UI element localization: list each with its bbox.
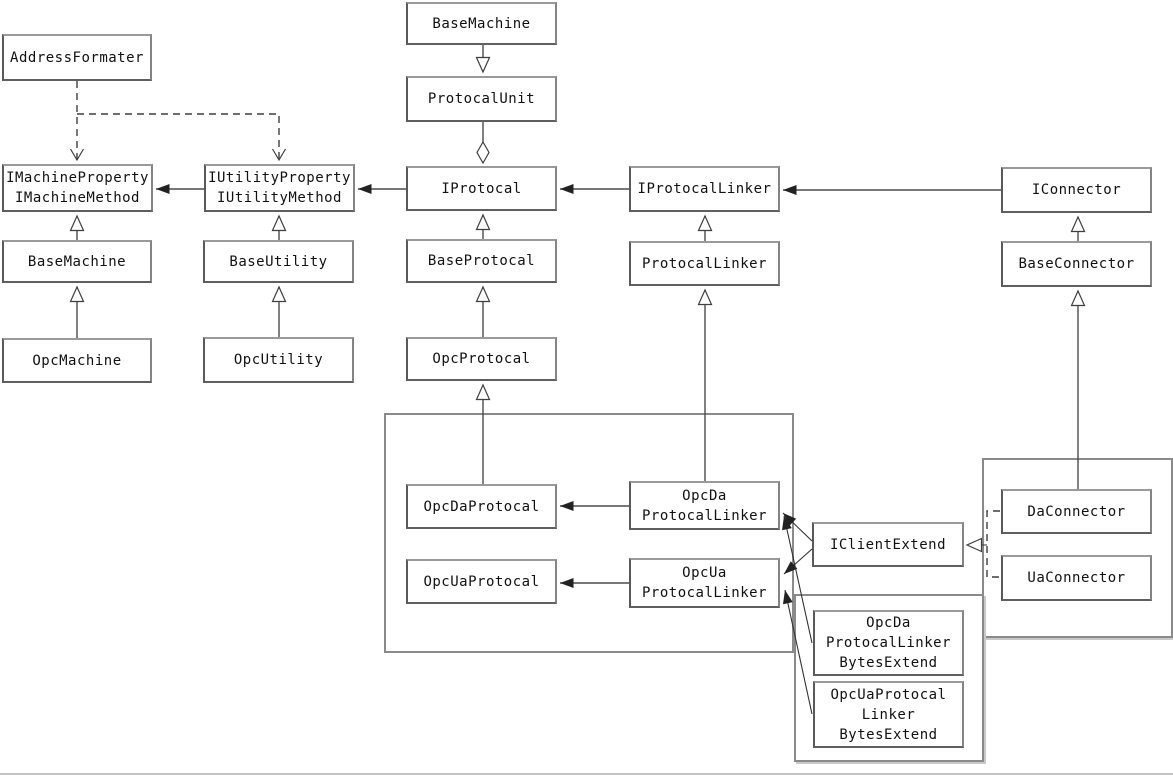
class-box-iconnector: IConnector — [1001, 167, 1152, 213]
class-box-iutility-property: IUtilityProperty IUtilityMethod — [204, 164, 355, 212]
class-box-opc-da-protocal-linker-bytes-extend: OpcDa ProtocalLinker BytesExtend — [813, 610, 964, 676]
class-box-imachine-property: IMachineProperty IMachineMethod — [2, 164, 153, 212]
class-box-opc-ua-protocal-linker-bytes-extend: OpcUaProtocal Linker BytesExtend — [813, 681, 964, 748]
class-box-base-machine-left: BaseMachine — [2, 240, 152, 283]
class-box-iprotocal-linker: IProtocalLinker — [629, 166, 780, 212]
container-opc-protocal-group — [384, 413, 794, 653]
class-box-protocal-linker: ProtocalLinker — [629, 241, 780, 286]
class-box-opc-machine: OpcMachine — [2, 338, 152, 383]
class-box-base-utility: BaseUtility — [203, 240, 354, 283]
class-box-opc-ua-protocal-linker: OpcUa ProtocalLinker — [629, 558, 780, 608]
class-box-base-protocal: BaseProtocal — [406, 239, 557, 283]
class-box-protocal-unit: ProtocalUnit — [406, 76, 557, 122]
class-box-opc-da-protocal-linker: OpcDa ProtocalLinker — [629, 481, 780, 530]
class-box-opc-da-protocal: OpcDaProtocal — [406, 484, 557, 529]
class-box-address-formater: AddressFormater — [2, 34, 152, 81]
class-box-opc-utility: OpcUtility — [203, 337, 354, 383]
class-box-iclient-extend: IClientExtend — [812, 522, 964, 567]
edge-addressformater-iutility — [77, 113, 287, 162]
class-box-opc-ua-protocal: OpcUaProtocal — [406, 559, 557, 604]
container-connector-group — [982, 458, 1173, 638]
class-box-opc-protocal: OpcProtocal — [406, 337, 557, 381]
class-box-base-connector: BaseConnector — [1001, 241, 1152, 287]
class-box-base-machine-top: BaseMachine — [406, 2, 557, 45]
class-box-ua-connector: UaConnector — [1001, 555, 1152, 601]
class-box-da-connector: DaConnector — [1001, 489, 1152, 534]
class-box-iprotocal: IProtocal — [406, 166, 557, 211]
